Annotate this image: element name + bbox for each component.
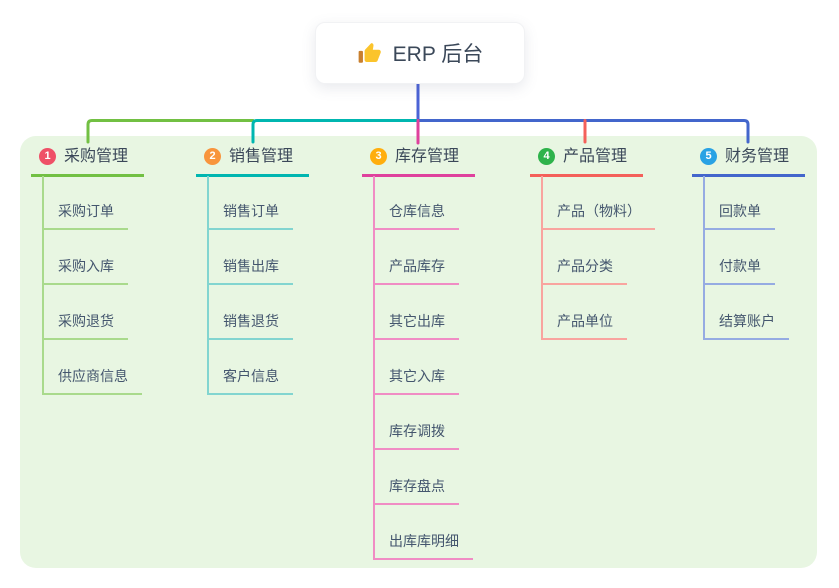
branch-2-label: 销售管理: [229, 147, 294, 165]
branch-3-badge: 3: [370, 148, 387, 165]
branch-finance: 5 财务管理 回款单 付款单 结算账户: [692, 146, 806, 340]
root-node[interactable]: ERP 后台: [315, 22, 525, 84]
thumbs-up-icon: [358, 43, 381, 63]
branch-1-label: 采购管理: [64, 147, 129, 165]
branch-1-child-1: 采购订单: [42, 201, 144, 230]
subtopic-node[interactable]: 库存盘点: [373, 476, 459, 505]
branch-1-topic[interactable]: 1 采购管理: [31, 147, 145, 177]
subtopic-node[interactable]: 出库库明细: [373, 531, 473, 560]
branch-5-child-3: 结算账户: [703, 311, 805, 340]
branch-5-child-2: 付款单: [703, 256, 805, 285]
subtopic-node[interactable]: 销售订单: [207, 201, 293, 230]
branch-3-child-1: 仓库信息: [373, 201, 475, 230]
subtopic-node[interactable]: 采购入库: [42, 256, 128, 285]
subtopic-node[interactable]: 采购订单: [42, 201, 128, 230]
branch-2-topic[interactable]: 2 销售管理: [196, 147, 310, 177]
subtopic-node[interactable]: 销售出库: [207, 256, 293, 285]
branch-1-child-4: 供应商信息: [42, 366, 144, 395]
subtopic-node[interactable]: 结算账户: [703, 311, 789, 340]
subtopic-node[interactable]: 回款单: [703, 201, 775, 230]
branches-panel: [20, 136, 817, 568]
branch-product: 4 产品管理 产品（物料） 产品分类 产品单位: [530, 146, 655, 340]
branch-2-child-4: 客户信息: [207, 366, 309, 395]
branch-2-badge: 2: [204, 148, 221, 165]
subtopic-node[interactable]: 客户信息: [207, 366, 293, 395]
branch-3-child-2: 产品库存: [373, 256, 475, 285]
subtopic-node[interactable]: 付款单: [703, 256, 775, 285]
branch-4-label: 产品管理: [563, 147, 628, 165]
branch-4-child-1: 产品（物料）: [541, 201, 655, 230]
branch-1-badge: 1: [39, 148, 56, 165]
subtopic-node[interactable]: 其它入库: [373, 366, 459, 395]
subtopic-node[interactable]: 采购退货: [42, 311, 128, 340]
branch-purchase: 1 采购管理 采购订单 采购入库 采购退货 供应商信息: [31, 146, 145, 395]
subtopic-node[interactable]: 产品（物料）: [541, 201, 655, 230]
branch-1-child-2: 采购入库: [42, 256, 144, 285]
branch-4-child-3: 产品单位: [541, 311, 655, 340]
branch-3-child-3: 其它出库: [373, 311, 475, 340]
branch-5-label: 财务管理: [725, 147, 790, 165]
branch-5-child-1: 回款单: [703, 201, 805, 230]
subtopic-node[interactable]: 销售退货: [207, 311, 293, 340]
branch-1-child-3: 采购退货: [42, 311, 144, 340]
subtopic-node[interactable]: 其它出库: [373, 311, 459, 340]
branch-3-child-7: 出库库明细: [373, 531, 475, 560]
subtopic-node[interactable]: 仓库信息: [373, 201, 459, 230]
branch-inventory: 3 库存管理 仓库信息 产品库存 其它出库 其它入库 库存调拨 库存盘点 出库库…: [362, 146, 476, 560]
subtopic-node[interactable]: 库存调拨: [373, 421, 459, 450]
branch-2-child-3: 销售退货: [207, 311, 309, 340]
branch-4-topic[interactable]: 4 产品管理: [530, 147, 644, 177]
branch-4-badge: 4: [538, 148, 555, 165]
branch-3-topic[interactable]: 3 库存管理: [362, 147, 476, 177]
subtopic-node[interactable]: 供应商信息: [42, 366, 142, 395]
root-title: ERP 后台: [392, 43, 484, 66]
branch-4-child-2: 产品分类: [541, 256, 655, 285]
branch-2-child-1: 销售订单: [207, 201, 309, 230]
subtopic-node[interactable]: 产品分类: [541, 256, 627, 285]
branch-2-child-2: 销售出库: [207, 256, 309, 285]
branch-3-child-6: 库存盘点: [373, 476, 475, 505]
branch-3-label: 库存管理: [395, 147, 460, 165]
branch-3-child-4: 其它入库: [373, 366, 475, 395]
branch-sales: 2 销售管理 销售订单 销售出库 销售退货 客户信息: [196, 146, 310, 395]
subtopic-node[interactable]: 产品库存: [373, 256, 459, 285]
branch-3-child-5: 库存调拨: [373, 421, 475, 450]
branch-5-badge: 5: [700, 148, 717, 165]
branch-5-topic[interactable]: 5 财务管理: [692, 147, 806, 177]
subtopic-node[interactable]: 产品单位: [541, 311, 627, 340]
